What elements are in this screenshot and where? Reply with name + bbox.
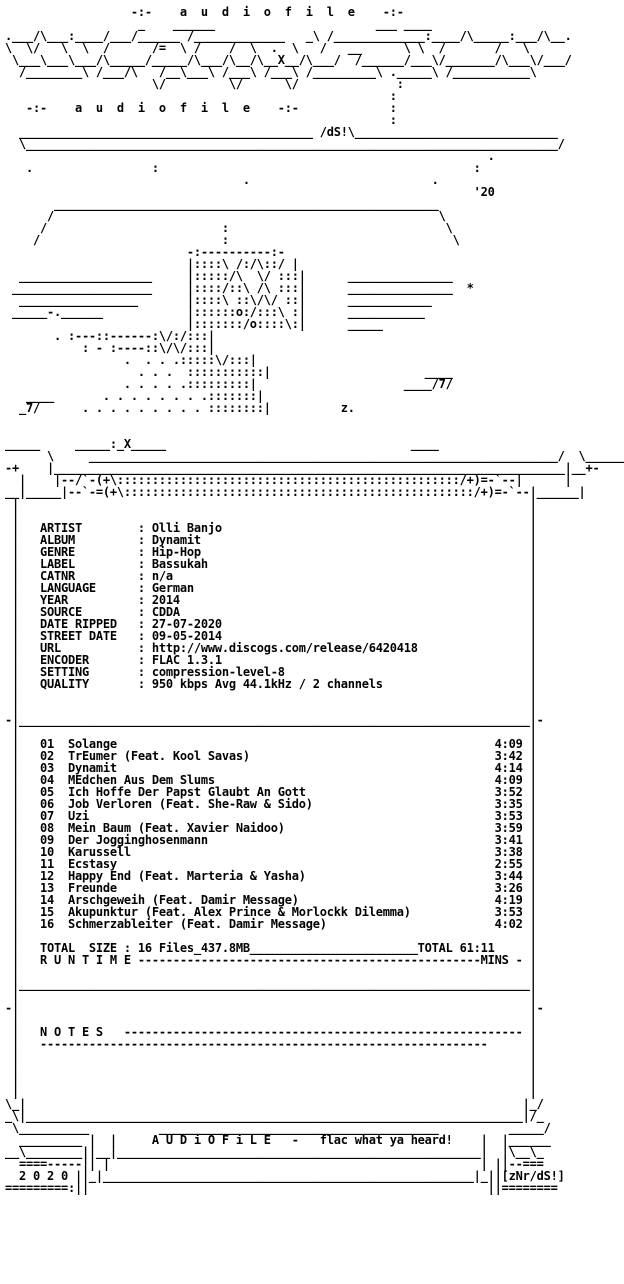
nfo-ascii-text: -:- a u d i o f i l e -:- _ ______ ___ _…: [5, 5, 624, 1195]
